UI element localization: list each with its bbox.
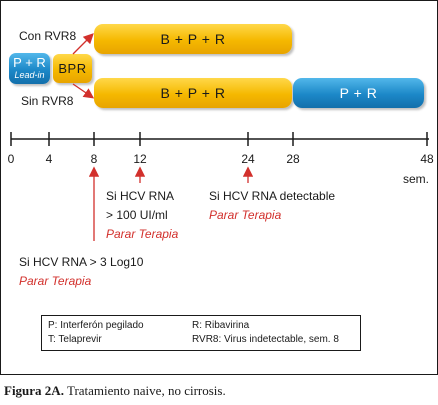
pr-lead-in-box: P + R Lead-in	[9, 53, 50, 84]
figure-caption: Figura 2A. Tratamiento naive, no cirrosi…	[4, 383, 226, 399]
legend-t: T: Telaprevir	[48, 334, 102, 345]
bpr-bar-sin-rvr8-label: B + P + R	[160, 85, 226, 101]
legend-rvr8: RVR8: Virus indetectable, sem. 8	[192, 334, 339, 345]
tick-label-8: 8	[90, 152, 98, 166]
note-week-24-line1: Si HCV RNA detectable	[209, 189, 336, 203]
note-week-12: Si HCV RNA > 100 UI/ml Parar Terapia	[106, 187, 178, 244]
legend: P: Interferón pegilado T: Telaprevir R: …	[41, 315, 361, 351]
bpr-bar-sin-rvr8: B + P + R	[94, 78, 292, 108]
diagram-panel: Con RVR8 P + R Lead-in BPR B + P + R B +…	[0, 0, 438, 375]
legend-r: R: Ribavirina	[192, 320, 250, 331]
timeline-unit: sem.	[403, 172, 430, 186]
tick-label-4: 4	[45, 152, 53, 166]
note-week-12-line1: Si HCV RNA	[106, 189, 175, 203]
bpr-bar-con-rvr8-label: B + P + R	[160, 31, 226, 47]
sin-rvr8-label: Sin RVR8	[21, 94, 74, 108]
bpr-label: BPR	[58, 61, 87, 76]
tick-label-12: 12	[133, 152, 147, 166]
tick-label-0: 0	[7, 152, 15, 166]
figure-caption-number: Figura 2A.	[4, 383, 64, 398]
lead-in-label: Lead-in	[14, 70, 45, 80]
legend-p: P: Interferón pegilado	[48, 320, 144, 331]
pr-lead-in-label: P + R	[13, 55, 46, 70]
diagram-lines	[10, 33, 429, 241]
arrow-to-con-rvr8	[72, 33, 94, 55]
timeline-ticks	[10, 132, 428, 146]
note-week-24: Si HCV RNA detectable Parar Terapia	[209, 187, 335, 225]
bpr-bar-con-rvr8: B + P + R	[94, 24, 292, 54]
con-rvr8-label: Con RVR8	[19, 29, 77, 43]
note-week-8-action: Parar Terapia	[19, 274, 92, 288]
tick-label-24: 24	[241, 152, 255, 166]
pr-bar: P + R	[293, 78, 424, 108]
arrow-to-sin-rvr8	[72, 83, 95, 99]
note-week-12-action: Parar Terapia	[106, 227, 179, 241]
note-week-8-line1: Si HCV RNA > 3 Log10	[19, 255, 144, 269]
note-week-12-line2: > 100 UI/ml	[106, 208, 168, 222]
tick-label-48: 48	[420, 152, 434, 166]
note-week-24-action: Parar Terapia	[209, 208, 282, 222]
bpr-box: BPR	[53, 54, 92, 83]
figure-caption-text: Tratamiento naive, no cirrosis.	[63, 383, 226, 398]
tick-label-28: 28	[286, 152, 300, 166]
pr-bar-label: P + R	[339, 85, 378, 101]
note-week-8: Si HCV RNA > 3 Log10 Parar Terapia	[19, 253, 143, 291]
